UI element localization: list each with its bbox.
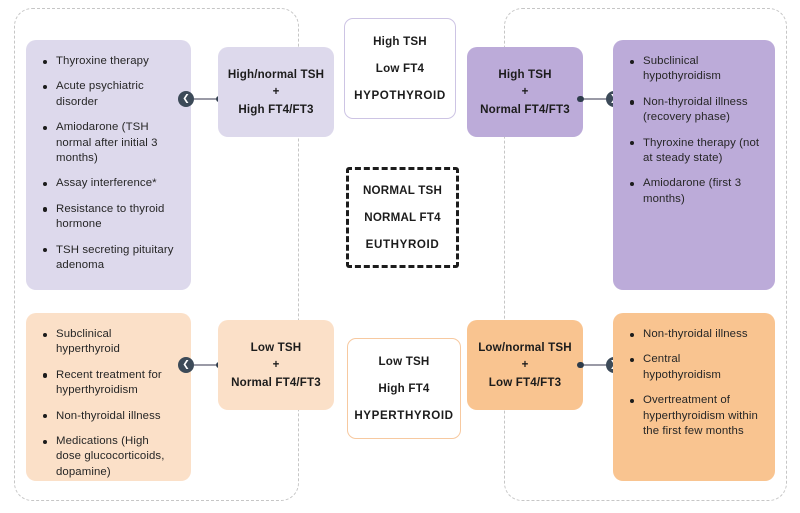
list-item-label: Amiodarone (TSH normal after initial 3 m… [56, 121, 158, 165]
list-item-label: TSH secreting pituitary adenoma [56, 243, 174, 272]
connector-top-left: ❮ [178, 91, 223, 107]
outcome-tsh-label: Low TSH [378, 354, 430, 368]
bullet-icon [630, 59, 635, 64]
bullet-icon [630, 398, 635, 403]
causes-card-bottom-left: Subclinical hyperthyroid Recent treatmen… [26, 313, 191, 481]
bullet-icon [43, 125, 48, 130]
connector-dot [577, 95, 584, 103]
causes-card-top-left: Thyroxine therapy Acute psychiatric diso… [26, 40, 191, 290]
pattern-card-top-left: High/normal TSH + High FT4/FT3 [218, 47, 334, 137]
pattern-card-top-right: High TSH + Normal FT4/FT3 [467, 47, 583, 137]
pattern-tsh-label: High/normal TSH [227, 67, 325, 81]
causes-list-bottom-right: Non-thyroidal illness Central hypothyroi… [623, 327, 761, 439]
list-item: Resistance to thyroid hormone [43, 202, 177, 233]
outcome-ft4-label: NORMAL FT4 [364, 210, 441, 224]
pattern-ft4-label: Normal FT4/FT3 [480, 102, 570, 116]
outcome-tsh-label: High TSH [373, 34, 427, 48]
bullet-icon [43, 84, 48, 90]
causes-list-top-left: Thyroxine therapy Acute psychiatric diso… [36, 54, 177, 273]
list-item: Acute psychiatric disorder [43, 79, 177, 110]
pattern-card-bottom-left: Low TSH + Normal FT4/FT3 [218, 320, 334, 410]
list-item: Non-thyroidal illness [630, 327, 761, 342]
outcome-verdict-label: HYPERTHYROID [354, 408, 454, 422]
list-item: Amiodarone (first 3 months) [630, 176, 761, 207]
list-item: Recent treatment for hyperthyroidism [43, 368, 177, 399]
bullet-icon [630, 332, 635, 337]
pattern-plus-label: + [521, 85, 529, 98]
list-item: Amiodarone (TSH normal after initial 3 m… [43, 120, 177, 166]
causes-list-top-right: Subclinical hypothyroidism Non-thyroidal… [623, 54, 761, 207]
bullet-icon [630, 100, 635, 105]
list-item-label: Resistance to thyroid hormone [56, 202, 165, 231]
bullet-icon [43, 59, 48, 64]
list-item-label: Assay interference* [56, 177, 157, 190]
connector-line [194, 364, 216, 366]
pattern-plus-label: + [521, 358, 529, 371]
pattern-plus-label: + [272, 85, 280, 98]
bullet-icon [43, 439, 48, 444]
list-item: Overtreatment of hyperthyroidism within … [630, 393, 761, 439]
list-item-label: Non-thyroidal illness [56, 409, 161, 422]
causes-card-bottom-right: Non-thyroidal illness Central hypothyroi… [613, 313, 775, 481]
connector-line [583, 364, 606, 366]
pattern-tsh-label: Low TSH [250, 340, 302, 354]
bullet-icon [43, 248, 48, 253]
connector-dot [577, 361, 584, 369]
pattern-ft4-label: Normal FT4/FT3 [231, 375, 321, 389]
pattern-ft4-label: High FT4/FT3 [238, 102, 314, 116]
pattern-plus-label: + [272, 358, 280, 371]
pattern-tsh-label: High TSH [498, 67, 552, 81]
outcome-ft4-label: High FT4 [378, 381, 430, 395]
left-group-frame [14, 8, 299, 501]
list-item: Non-thyroidal illness [43, 409, 177, 424]
chevron-left-icon: ❮ [178, 91, 194, 107]
outcome-verdict-label: EUTHYROID [365, 237, 440, 251]
outcome-tsh-label: NORMAL TSH [362, 183, 443, 197]
list-item: Subclinical hypothyroidism [630, 54, 761, 85]
list-item: TSH secreting pituitary adenoma [43, 243, 177, 274]
bullet-icon [43, 181, 48, 187]
list-item-label: Overtreatment of hyperthyroidism within … [643, 394, 758, 438]
connector-line [583, 98, 606, 100]
outcome-box-euthyroid: NORMAL TSH NORMAL FT4 EUTHYROID [346, 167, 459, 268]
bullet-icon [630, 357, 635, 363]
outcome-verdict-label: HYPOTHYROID [354, 88, 446, 102]
list-item-label: Non-thyroidal illness (recovery phase) [643, 95, 748, 124]
list-item-label: Medications (High dose glucocorticoids, … [56, 435, 165, 478]
list-item: Medications (High dose glucocorticoids, … [43, 434, 177, 480]
list-item-label: Subclinical hypothyroidism [643, 55, 722, 83]
connector-bottom-left: ❮ [178, 357, 223, 373]
list-item-label: Non-thyroidal illness [643, 328, 748, 340]
pattern-ft4-label: Low FT4/FT3 [488, 375, 562, 389]
list-item: Thyroxine therapy [43, 54, 177, 69]
causes-list-bottom-left: Subclinical hyperthyroid Recent treatmen… [36, 327, 177, 480]
bullet-icon [43, 414, 48, 419]
bullet-icon [43, 332, 48, 337]
bullet-icon [630, 141, 635, 146]
list-item-label: Subclinical hyperthyroid [56, 328, 120, 356]
pattern-card-bottom-right: Low/normal TSH + Low FT4/FT3 [467, 320, 583, 410]
list-item-label: Central hypothyroidism [643, 353, 722, 381]
outcome-ft4-label: Low FT4 [375, 61, 425, 75]
pattern-tsh-label: Low/normal TSH [478, 340, 572, 354]
list-item: Thyroxine therapy (not at steady state) [630, 136, 761, 167]
outcome-box-hypothyroid: High TSH Low FT4 HYPOTHYROID [344, 18, 456, 119]
list-item-label: Thyroxine therapy [56, 55, 149, 67]
causes-card-top-right: Subclinical hypothyroidism Non-thyroidal… [613, 40, 775, 290]
bullet-icon [630, 181, 635, 187]
outcome-box-hyperthyroid: Low TSH High FT4 HYPERTHYROID [347, 338, 461, 439]
chevron-left-icon: ❮ [178, 357, 194, 373]
list-item-label: Thyroxine therapy (not at steady state) [643, 136, 760, 165]
right-group-frame [504, 8, 787, 501]
list-item: Central hypothyroidism [630, 352, 761, 383]
bullet-icon [43, 373, 48, 378]
list-item-label: Recent treatment for hyperthyroidism [56, 368, 162, 397]
list-item-label: Acute psychiatric disorder [56, 80, 144, 108]
bullet-icon [43, 207, 48, 212]
list-item-label: Amiodarone (first 3 months) [643, 177, 742, 205]
list-item: Subclinical hyperthyroid [43, 327, 177, 358]
connector-line [194, 98, 216, 100]
list-item: Assay interference* [43, 176, 177, 191]
list-item: Non-thyroidal illness (recovery phase) [630, 95, 761, 126]
